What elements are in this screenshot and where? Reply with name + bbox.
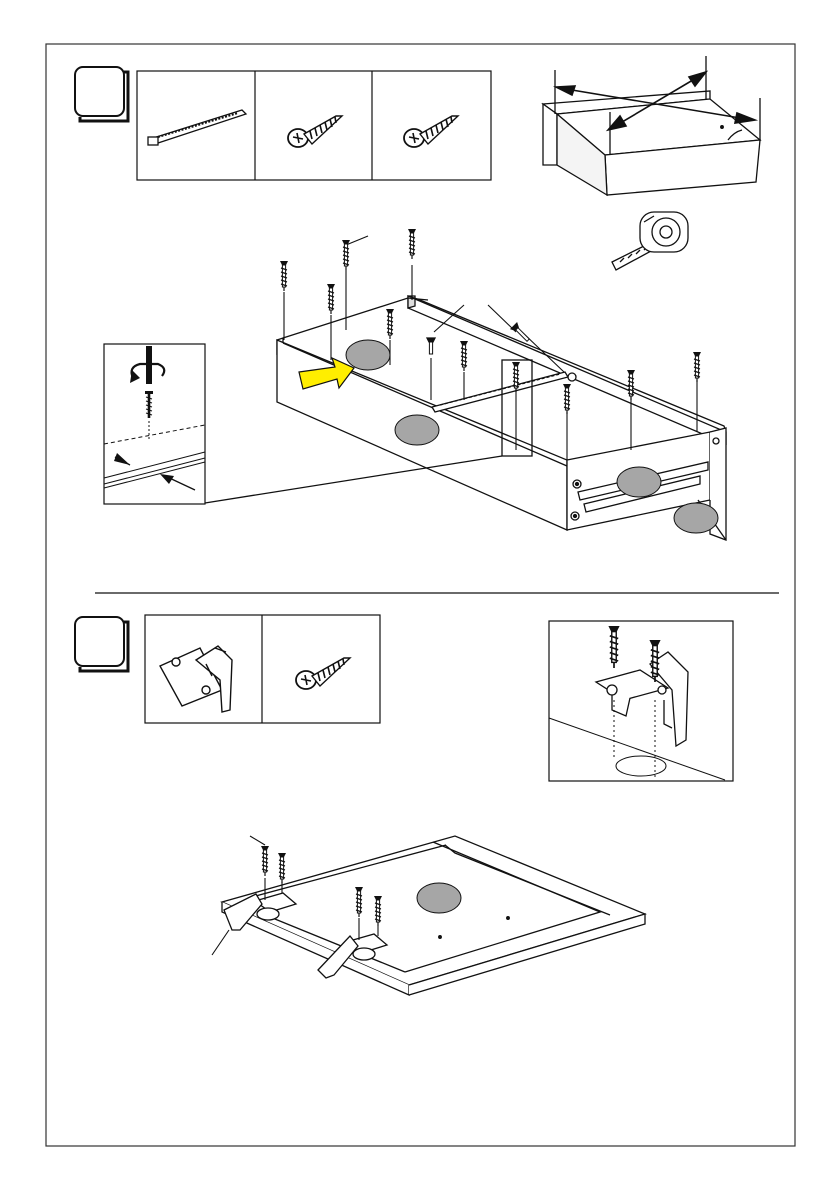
part-marker [395,415,439,445]
step-2-parts-box [145,615,380,723]
step-2-badge [75,617,124,666]
drawer-assembly-drawing [205,229,726,540]
step-2 [75,615,733,995]
hinge-mount-detail [549,621,733,781]
step-1 [75,56,760,540]
door-hinge-assembly [212,836,645,995]
tape-measure-icon [612,212,688,270]
angled-screw [511,323,531,343]
diagonal-check-diagram [543,56,760,195]
screw-detail-inset [104,344,205,504]
part-marker [417,883,461,913]
step-1-parts-box [137,71,491,180]
part-marker [674,503,718,533]
step-1-badge [75,67,124,116]
part-marker [346,340,390,370]
part-marker [617,467,661,497]
short-screw [427,338,435,354]
